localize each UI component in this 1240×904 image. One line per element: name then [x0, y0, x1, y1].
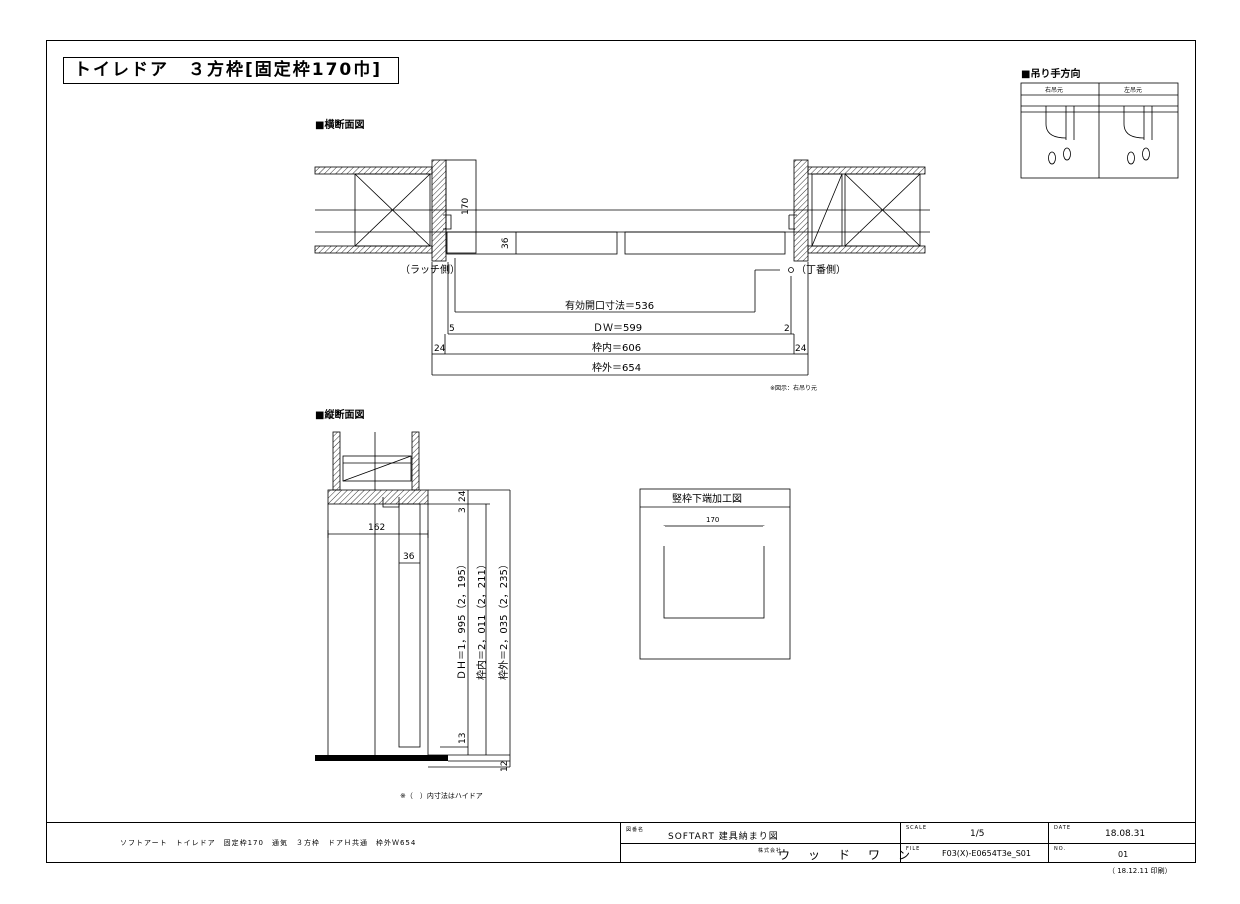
tb-date: 18.08.31	[1105, 829, 1146, 839]
tb-divider	[620, 822, 621, 863]
hinge-right-label: 右吊元	[1045, 86, 1063, 94]
tb-divider	[1048, 822, 1049, 863]
hinge-title: ■吊り手方向	[1021, 67, 1080, 80]
tb-file-label: FILE	[906, 846, 921, 852]
tb-dwg-name: SOFTART 建具納まり図	[668, 832, 779, 842]
dim-outer: 枠外＝654	[592, 361, 641, 374]
dim-5: 5	[449, 324, 455, 334]
tb-date-label: DATE	[1054, 825, 1072, 831]
dim-inner: 枠内＝606	[592, 341, 641, 354]
tb-description: ソフトアート トイレドア 固定枠170 通気 ３方枠 ドアＨ共通 枠外Ｗ654	[120, 839, 417, 847]
hinge-direction-box	[1020, 82, 1179, 179]
dim-162: 162	[368, 523, 385, 533]
tb-company: ウ ッ ド ワ ン	[778, 848, 914, 862]
tb-no-label: NO.	[1054, 846, 1067, 852]
jamb-bottom-detail	[639, 488, 791, 660]
dim-24-right: 24	[795, 344, 807, 354]
note-horizontal: ※図示：右吊り元	[770, 384, 817, 392]
tb-divider	[620, 843, 1196, 844]
dim-v-36: 36	[403, 552, 415, 562]
tb-scale: 1/5	[970, 829, 985, 839]
dim-2: 2	[784, 324, 790, 334]
dim-36: 36	[501, 237, 511, 249]
dim-v-3: 3	[458, 507, 468, 513]
dim-v-inner: 枠内＝2，011（2，211）	[475, 559, 488, 680]
title-block	[46, 822, 1196, 863]
dim-v-12: 12	[500, 761, 510, 772]
dim-v-13: 13	[458, 733, 468, 744]
hinge-side-label: （丁番側）	[796, 263, 846, 276]
latch-side-label: （ラッチ側）	[400, 263, 460, 276]
dim-24-left: 24	[434, 344, 446, 354]
tb-no: 01	[1118, 850, 1129, 859]
dim-v-outer: 枠外＝2，035（2，235）	[497, 559, 510, 680]
dim-dw: ＤＷ＝599	[593, 323, 642, 334]
section-horizontal-label: ■横断面図	[315, 118, 364, 131]
drawing-title: トイレドア ３方枠[固定枠170巾]	[63, 57, 399, 84]
dim-v-24: 24	[458, 490, 468, 502]
vertical-section	[315, 431, 511, 768]
tb-divider	[900, 822, 901, 863]
dim-dh: ＤＨ＝1，995（2，195）	[456, 559, 468, 680]
section-vertical-label: ■縦断面図	[315, 408, 364, 421]
tb-file: F03(X)-E0654T3e_S01	[942, 849, 1031, 858]
tb-dwg-label: 図番名	[626, 827, 645, 833]
tb-company-label: 株式会社	[758, 848, 783, 854]
detail-title: 竪枠下端加工図	[672, 492, 742, 505]
tb-scale-label: SCALE	[906, 825, 928, 831]
tb-print-date: （ 18.12.11 印刷）	[1108, 867, 1172, 875]
dim-170: 170	[461, 198, 471, 215]
drawing-frame	[46, 40, 1196, 863]
detail-dim-170: 170	[706, 516, 719, 524]
dim-effective-opening: 有効開口寸法＝536	[565, 299, 654, 312]
hinge-left-label: 左吊元	[1124, 86, 1142, 94]
horizontal-section	[314, 159, 930, 376]
note-vertical: ※（ ）内寸法はハイドア	[400, 791, 483, 800]
